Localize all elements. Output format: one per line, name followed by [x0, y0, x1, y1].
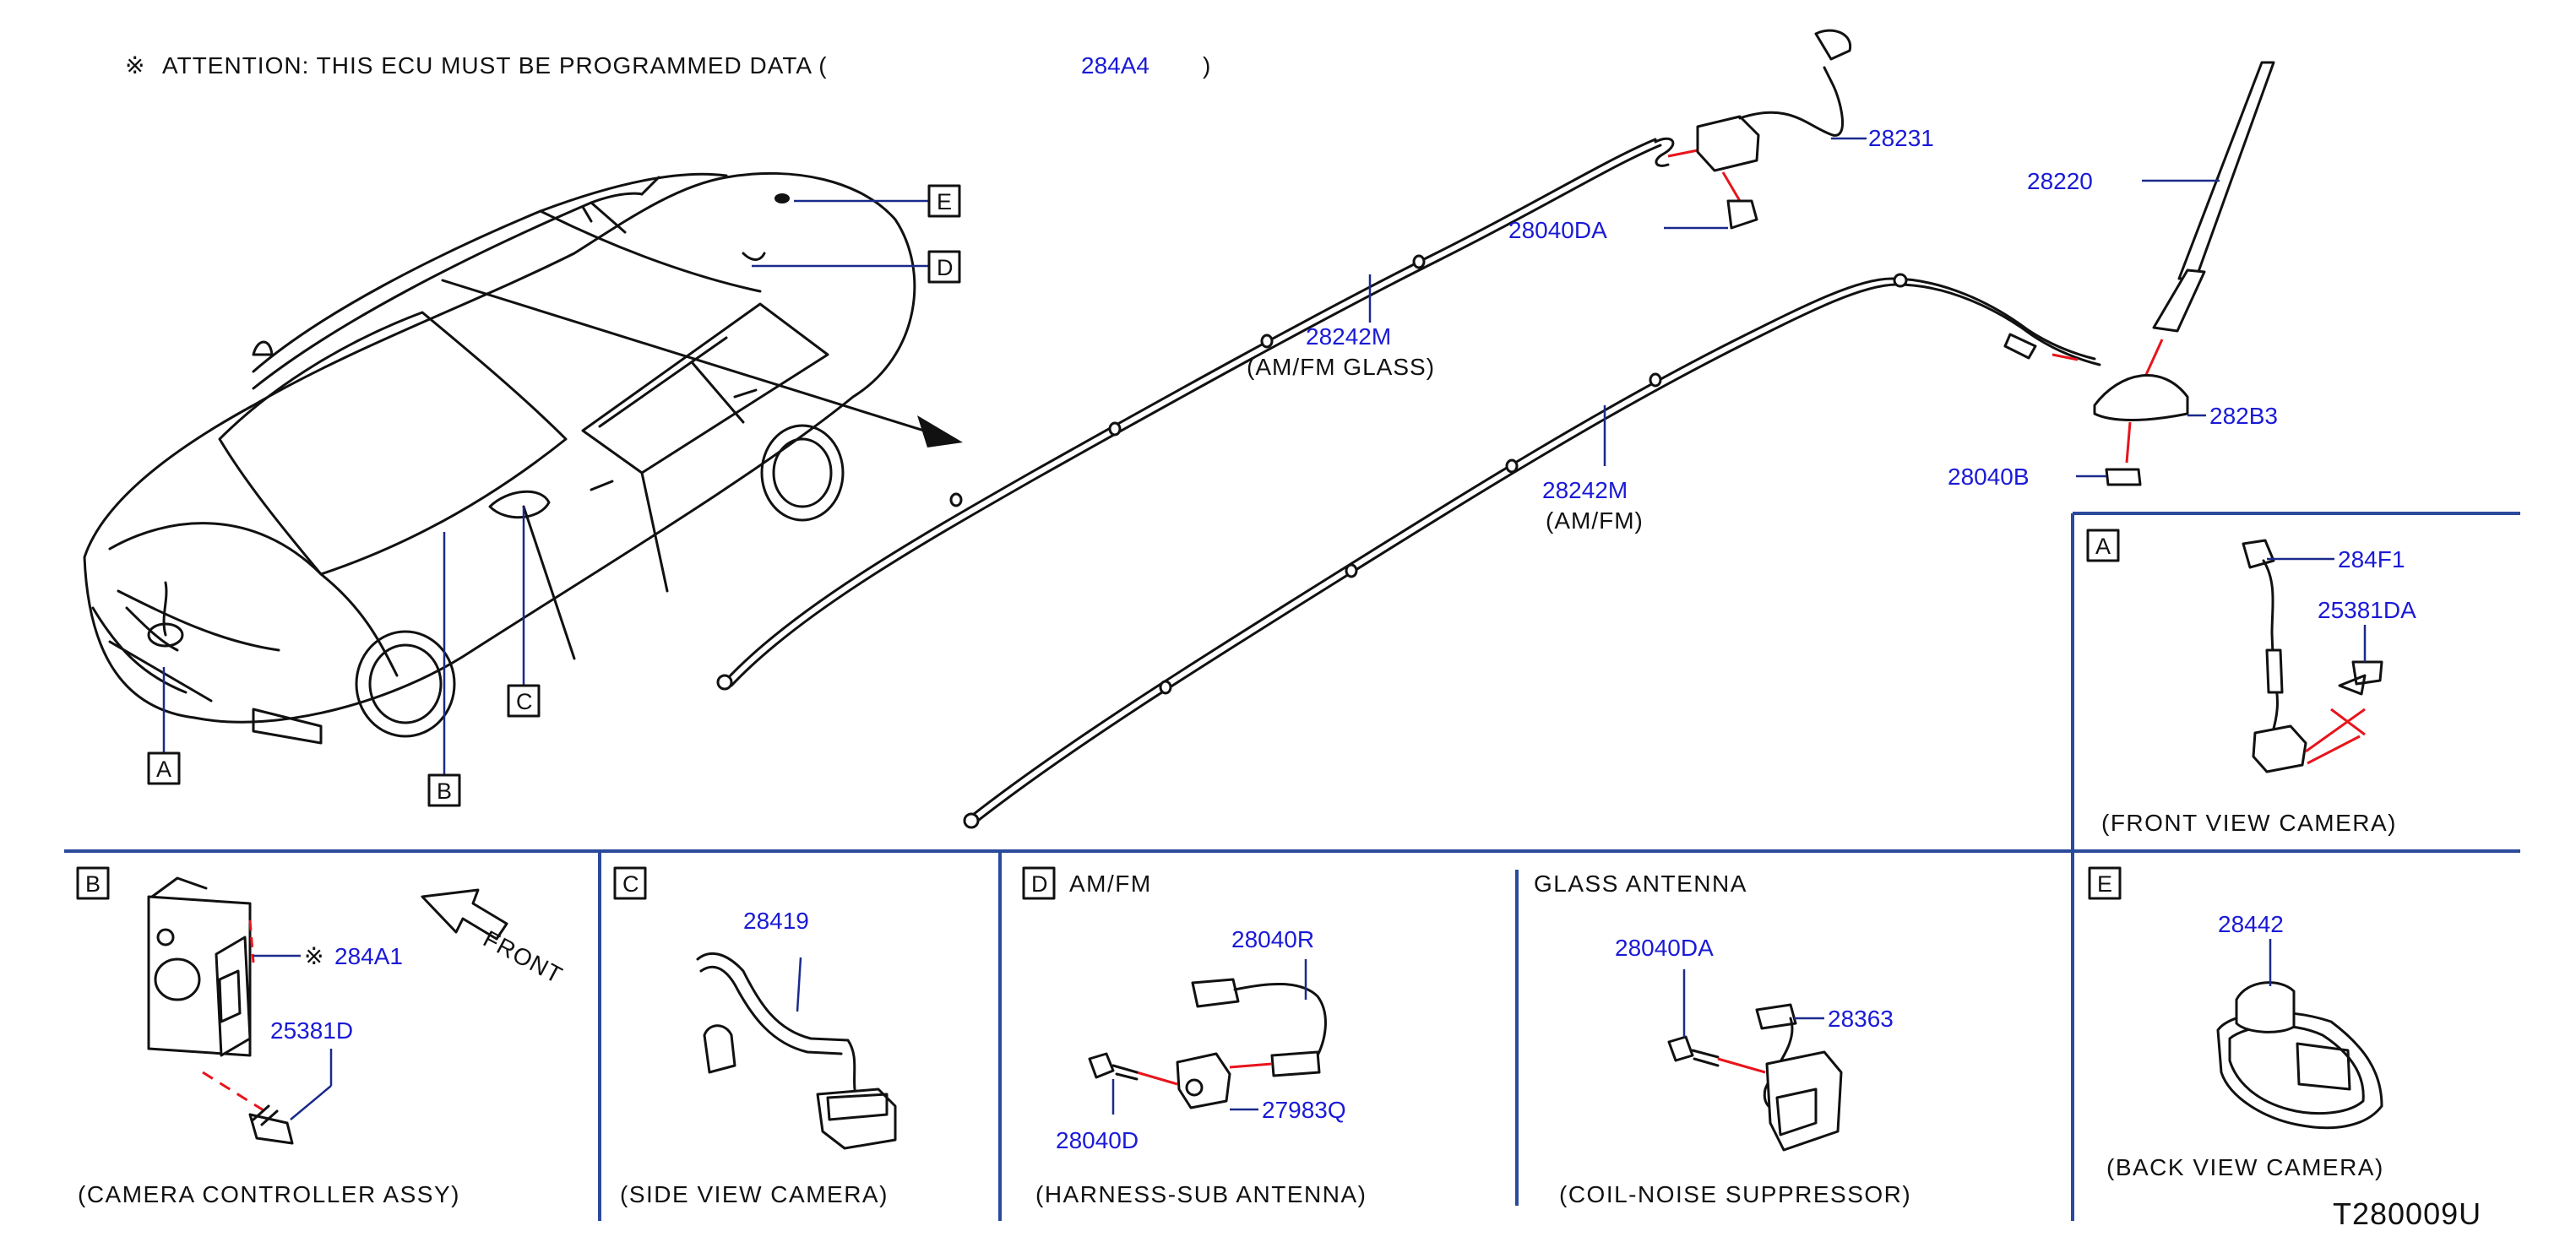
attention-header: ※ ATTENTION: THIS ECU MUST BE PROGRAMMED… [125, 52, 1211, 79]
caption-back-view-camera: (BACK VIEW CAMERA) [2106, 1154, 2384, 1180]
part-28442[interactable]: 28442 [2218, 911, 2284, 937]
svg-text:C: C [516, 689, 533, 714]
caption-side-view-camera: (SIDE VIEW CAMERA) [620, 1181, 889, 1207]
front-arrow: FRONT [421, 888, 567, 989]
svg-text:A: A [156, 757, 171, 782]
harness-amfm [963, 273, 2101, 829]
roof-antenna [2093, 61, 2275, 486]
svg-text:D: D [937, 255, 954, 280]
section-C-box [613, 866, 647, 900]
attention-text: ATTENTION: THIS ECU MUST BE PROGRAMMED D… [162, 52, 828, 79]
part-284A1[interactable]: 284A1 [334, 943, 403, 969]
svg-text:A: A [2095, 534, 2111, 559]
part-28040DA[interactable]: 28040DA [1508, 217, 1607, 243]
part-28220[interactable]: 28220 [2027, 168, 2093, 194]
svg-text:E: E [937, 189, 952, 214]
caption-camera-controller: (CAMERA CONTROLLER ASSY) [78, 1181, 460, 1207]
attention-part-number[interactable]: 284A4 [1081, 52, 1149, 79]
part-28242M-glass[interactable]: 28242M [1306, 323, 1391, 350]
part-27983Q[interactable]: 27983Q [1262, 1097, 1346, 1123]
section-B-box [76, 866, 110, 900]
caption-coil-noise-suppressor: (COIL-NOISE SUPPRESSOR) [1559, 1181, 1911, 1207]
part-28242M-amfm-note: (AM/FM) [1546, 507, 1644, 534]
part-25381DA[interactable]: 25381DA [2318, 597, 2416, 623]
part-28231[interactable]: 28231 [1868, 125, 1934, 151]
svg-text:C: C [622, 871, 639, 897]
svg-text:E: E [2097, 871, 2112, 897]
section-coil-noise-suppressor: GLASS ANTENNA [1534, 871, 1843, 1152]
caption-front-view-camera: (FRONT VIEW CAMERA) [2101, 810, 2397, 836]
part-28040DA-d2[interactable]: 28040DA [1615, 935, 1714, 961]
section-back-view-camera: E [2088, 866, 2383, 1130]
section-harness-sub-antenna: D AM/FM [1022, 866, 1327, 1109]
caption-harness-sub-antenna: (HARNESS-SUB ANTENNA) [1035, 1181, 1367, 1207]
part-25381D[interactable]: 25381D [270, 1017, 353, 1044]
callout-D[interactable]: D [752, 250, 961, 284]
part-28419[interactable]: 28419 [743, 908, 809, 934]
part-28040B[interactable]: 28040B [1948, 464, 2030, 490]
glass-antenna-amplifier [1696, 29, 1852, 230]
section-dividers [64, 512, 2520, 1221]
part-282B3[interactable]: 282B3 [2209, 403, 2278, 429]
direction-arrow [441, 279, 963, 448]
section-D2-title: GLASS ANTENNA [1534, 871, 1747, 897]
part-28040R[interactable]: 28040R [1231, 926, 1314, 952]
callout-E[interactable]: E [794, 184, 961, 218]
back-camera-marker [774, 193, 790, 203]
part-28363[interactable]: 28363 [1828, 1006, 1894, 1032]
diagram-code: T280009U [2333, 1196, 2481, 1231]
section-A-box [2086, 529, 2120, 562]
section-camera-controller: B [76, 866, 294, 1145]
svg-text:B: B [437, 778, 452, 804]
part-284F1[interactable]: 284F1 [2338, 546, 2405, 572]
attention-symbol: ※ [125, 52, 145, 79]
svg-text:D: D [1031, 871, 1048, 897]
svg-text:B: B [85, 871, 101, 897]
section-side-view-camera: C [613, 866, 897, 1150]
attention-close-paren: ) [1203, 52, 1211, 79]
mark-284A1: ※ [304, 943, 324, 969]
part-28040D[interactable]: 28040D [1056, 1127, 1139, 1153]
car-illustration [83, 171, 916, 745]
callout-B[interactable]: B [427, 532, 461, 807]
section-D-box [1022, 866, 1056, 900]
front-label: FRONT [479, 925, 567, 989]
callout-C[interactable]: C [507, 507, 541, 718]
harness-glass-antenna [716, 137, 1698, 691]
part-28242M-amfm[interactable]: 28242M [1542, 477, 1628, 503]
section-D-title: AM/FM [1069, 871, 1152, 897]
section-E-box [2088, 866, 2122, 900]
part-28242M-glass-note: (AM/FM GLASS) [1247, 354, 1435, 380]
callout-A[interactable]: A [147, 667, 181, 785]
section-front-view-camera: A [2086, 529, 2383, 773]
